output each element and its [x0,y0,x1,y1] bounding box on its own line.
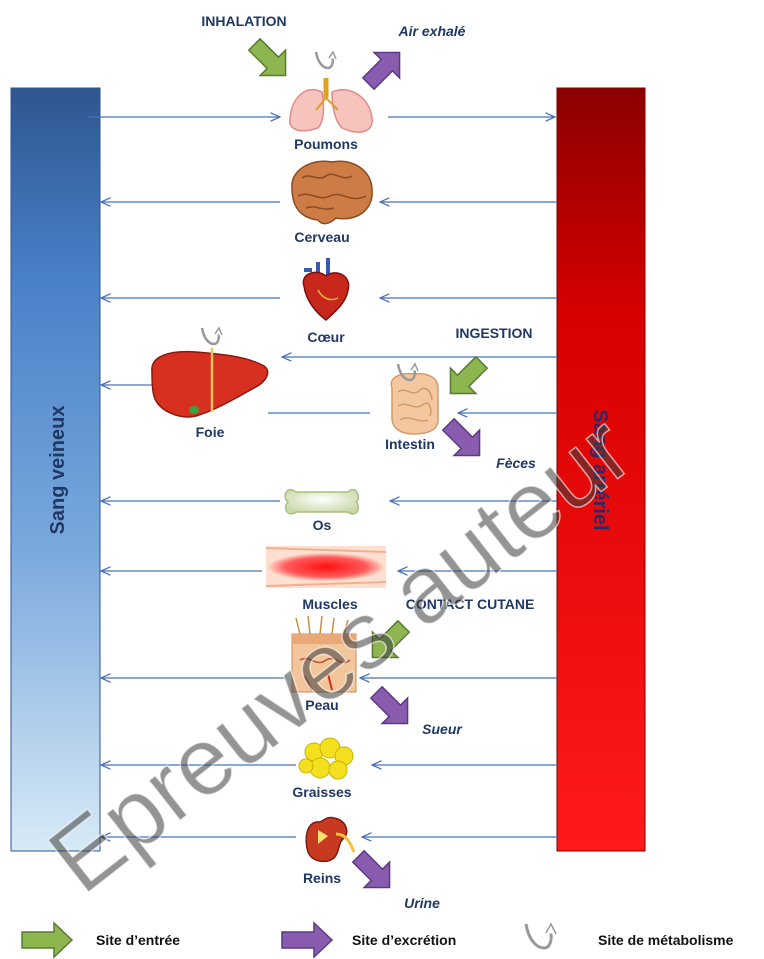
legend-excretion-label: Site d’excrétion [352,932,456,948]
entry-arrow-inhalation [247,37,287,77]
arterial-blood-bar [556,87,646,852]
heart-icon [302,258,350,321]
legend-metabolism-label: Site de métabolisme [598,932,734,948]
bone-icon [284,488,360,515]
metabolism-icon [314,50,337,70]
legend-metabolism-icon [524,922,557,950]
skin-icon [291,615,357,693]
organ-label-graisses: Graisses [292,784,351,800]
organ-label-muscles: Muscles [302,596,357,612]
excretion-arrow-air [361,51,401,91]
organ-label-intestin: Intestin [385,436,435,452]
entry-arrow-contact-cutane [371,619,411,659]
liver-icon [151,348,269,418]
organ-label-poumons: Poumons [294,136,358,152]
legend-excretion-arrow-icon [281,921,334,959]
brain-icon [291,160,373,225]
route-label-contact-cutane: CONTACT CUTANE [406,596,535,612]
route-label-ingestion: INGESTION [455,325,532,341]
excretion-arrow-urine [351,849,391,889]
organ-label-peau: Peau [305,697,338,713]
excretion-label-air-exhale: Air exhalé [398,23,466,39]
organ-label-reins: Reins [303,870,341,886]
metabolism-icon [200,326,223,346]
excretion-arrow-sueur [369,685,409,725]
route-label-inhalation: INHALATION [201,13,286,29]
lungs-icon [289,78,373,133]
excretion-label-sueur: Sueur [422,721,463,737]
excretion-label-feces: Fèces [496,455,536,471]
organ-label-cerveau: Cerveau [294,229,349,245]
organ-label-coeur: Cœur [307,329,345,345]
arterial-blood-label: Sang artériel [589,409,611,530]
venous-blood-label: Sang veineux [47,406,69,535]
metabolism-icon [396,362,419,382]
entry-arrow-ingestion [449,355,489,395]
organ-label-foie: Foie [196,424,225,440]
flow-lines [88,117,557,837]
fat-icon [298,737,354,780]
excretion-arrow-feces [441,417,481,457]
intestine-icon [390,372,439,435]
kidney-icon [305,816,356,863]
legend-entry-label: Site d’entrée [96,932,180,948]
organ-label-os: Os [313,517,332,533]
legend-entry-arrow-icon [21,921,74,959]
legend: Site d’entrée Site d’excrétion Site de m… [21,921,734,959]
excretion-label-urine: Urine [404,895,440,911]
muscle-icon [265,546,387,588]
venous-blood-bar [10,87,101,852]
